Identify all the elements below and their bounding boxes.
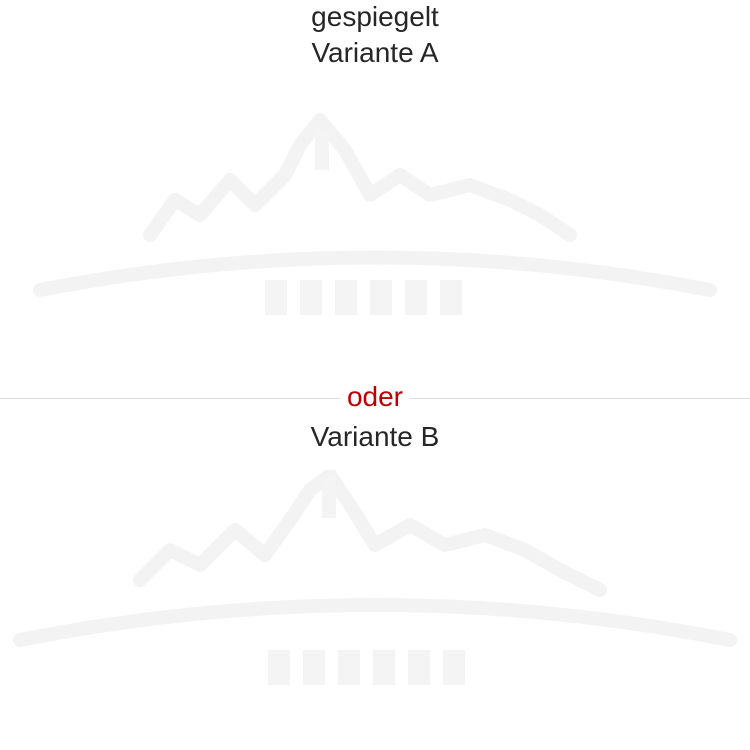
separator-text: oder <box>340 381 410 412</box>
caption-variant-b: Variante B <box>310 421 440 452</box>
caption-mirrored: gespiegelt <box>311 1 439 32</box>
separator-label: oder <box>0 380 750 414</box>
variant-a-artwork <box>33 113 717 315</box>
caption-variant-a: Variante A <box>311 37 439 68</box>
variant-b-artwork <box>13 470 737 685</box>
